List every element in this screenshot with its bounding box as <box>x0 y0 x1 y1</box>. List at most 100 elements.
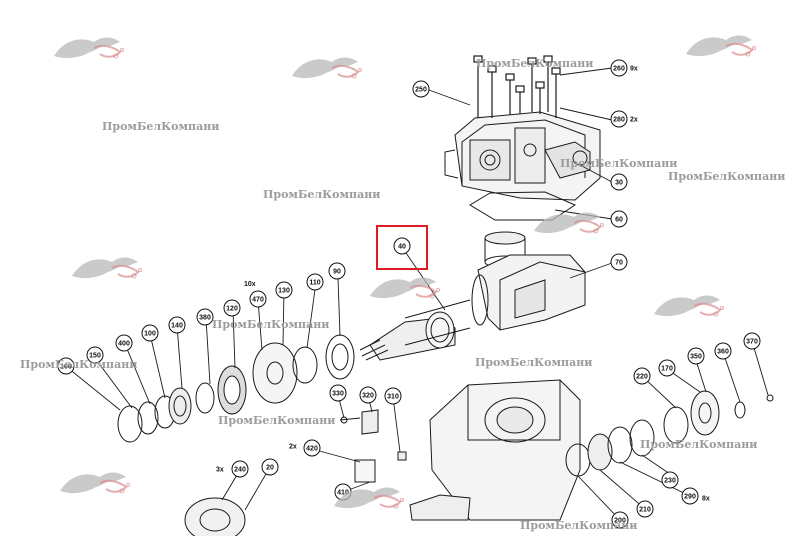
callout-number: 60 <box>615 217 623 224</box>
quantity-label: 3x <box>216 467 224 474</box>
quantity-label: 2x <box>630 117 638 124</box>
callout-170: 170 <box>658 359 676 377</box>
watermark-text: ПромБелКомпани <box>520 519 638 532</box>
callout-number: 320 <box>362 393 374 400</box>
callout-number: 40 <box>398 244 406 251</box>
callout-200: 200 <box>611 511 629 529</box>
callout-number: 360 <box>717 349 729 356</box>
callout-bubble <box>329 384 347 402</box>
leader-lines <box>67 67 769 521</box>
callout-number: 330 <box>332 391 344 398</box>
callout-bubble <box>328 262 346 280</box>
callout-bubble <box>610 110 628 128</box>
highlight-frame <box>376 225 428 270</box>
callout-bubble <box>610 59 628 77</box>
callout-number: 70 <box>615 260 623 267</box>
callout-20: 20 <box>261 458 279 476</box>
logo-watermark <box>60 472 130 494</box>
callout-70: 70 <box>610 253 628 271</box>
callout-290: 290 8x <box>681 487 710 505</box>
logo-watermark <box>654 295 724 317</box>
callout-210: 210 <box>636 500 654 518</box>
callout-number: 280 <box>613 117 625 124</box>
callout-400: 400 <box>115 334 133 352</box>
logo-watermark <box>54 37 124 59</box>
callout-number: 290 <box>684 494 696 501</box>
callout-number: 220 <box>636 374 648 381</box>
logo-watermark <box>686 35 756 57</box>
callout-160: 160 <box>57 357 75 375</box>
callout-bubble <box>261 458 279 476</box>
callout-230: 230 <box>661 471 679 489</box>
callout-30: 30 <box>610 173 628 191</box>
small-fittings-part <box>339 409 407 483</box>
callout-number: 230 <box>664 478 676 485</box>
callout-number: 410 <box>337 490 349 497</box>
callout-bubble <box>249 290 267 308</box>
logo-watermark <box>370 277 440 299</box>
callout-280: 280 2x <box>610 110 638 128</box>
callout-bubble <box>384 387 402 405</box>
callout-number: 30 <box>615 180 623 187</box>
callout-380: 380 <box>196 308 214 326</box>
pump-housing-part <box>471 231 586 331</box>
callout-number: 120 <box>226 306 238 313</box>
callout-40: 40 <box>393 237 411 255</box>
callout-number: 470 <box>252 297 264 304</box>
callout-number: 210 <box>639 507 651 514</box>
callout-number: 130 <box>278 288 290 295</box>
callout-bubble <box>141 324 159 342</box>
callout-60: 60 <box>610 210 628 228</box>
callout-bubble <box>658 359 676 377</box>
callout-130: 130 <box>275 281 293 299</box>
bearing-stack-part <box>117 334 355 443</box>
callout-330: 330 <box>329 384 347 402</box>
callout-number: 110 <box>309 280 320 287</box>
watermark-text: ПромБелКомпани <box>20 358 138 371</box>
logo-watermark <box>72 257 142 279</box>
logo-watermark <box>534 212 604 234</box>
callout-140: 140 <box>168 316 186 334</box>
callout-number: 400 <box>118 341 130 348</box>
callout-bubble <box>275 281 293 299</box>
callout-bubble <box>610 210 628 228</box>
gearbox-housing-part <box>184 379 581 541</box>
watermark-text: ПромБелКомпани <box>102 120 220 133</box>
callout-220: 220 <box>633 367 651 385</box>
callout-bubble <box>57 357 75 375</box>
quantity-label: 9x <box>630 66 638 73</box>
logo-watermark <box>334 487 404 509</box>
callout-bubble <box>86 346 104 364</box>
quantity-label: 10x <box>244 281 256 288</box>
callout-number: 90 <box>333 269 341 276</box>
callout-bubble <box>611 511 629 529</box>
callout-370: 370 <box>743 332 761 350</box>
callout-250: 250 <box>412 80 430 98</box>
watermark-text: ПромБелКомпани <box>218 414 336 427</box>
callout-number: 420 <box>306 446 318 453</box>
watermark-text: ПромБелКомпани <box>560 157 678 170</box>
callout-bubble <box>714 342 732 360</box>
callout-number: 170 <box>661 366 673 373</box>
callout-bubble <box>687 347 705 365</box>
callout-number: 260 <box>613 66 625 73</box>
callout-bubble <box>115 334 133 352</box>
callout-bubble <box>412 80 430 98</box>
callout-number: 310 <box>387 394 399 401</box>
callout-100: 100 <box>141 324 159 342</box>
callout-320: 320 <box>359 386 377 404</box>
callout-bubble <box>610 253 628 271</box>
quantity-label: 8x <box>702 496 710 503</box>
callout-number: 150 <box>89 353 101 360</box>
callout-number: 20 <box>266 465 274 472</box>
callout-bubble <box>306 273 324 291</box>
output-flange-stack-part <box>565 390 774 477</box>
callout-number: 100 <box>144 331 156 338</box>
watermark-text: ПромБелКомпани <box>475 356 593 369</box>
callout-number: 160 <box>60 364 72 371</box>
shaft-part-40 <box>359 299 471 361</box>
